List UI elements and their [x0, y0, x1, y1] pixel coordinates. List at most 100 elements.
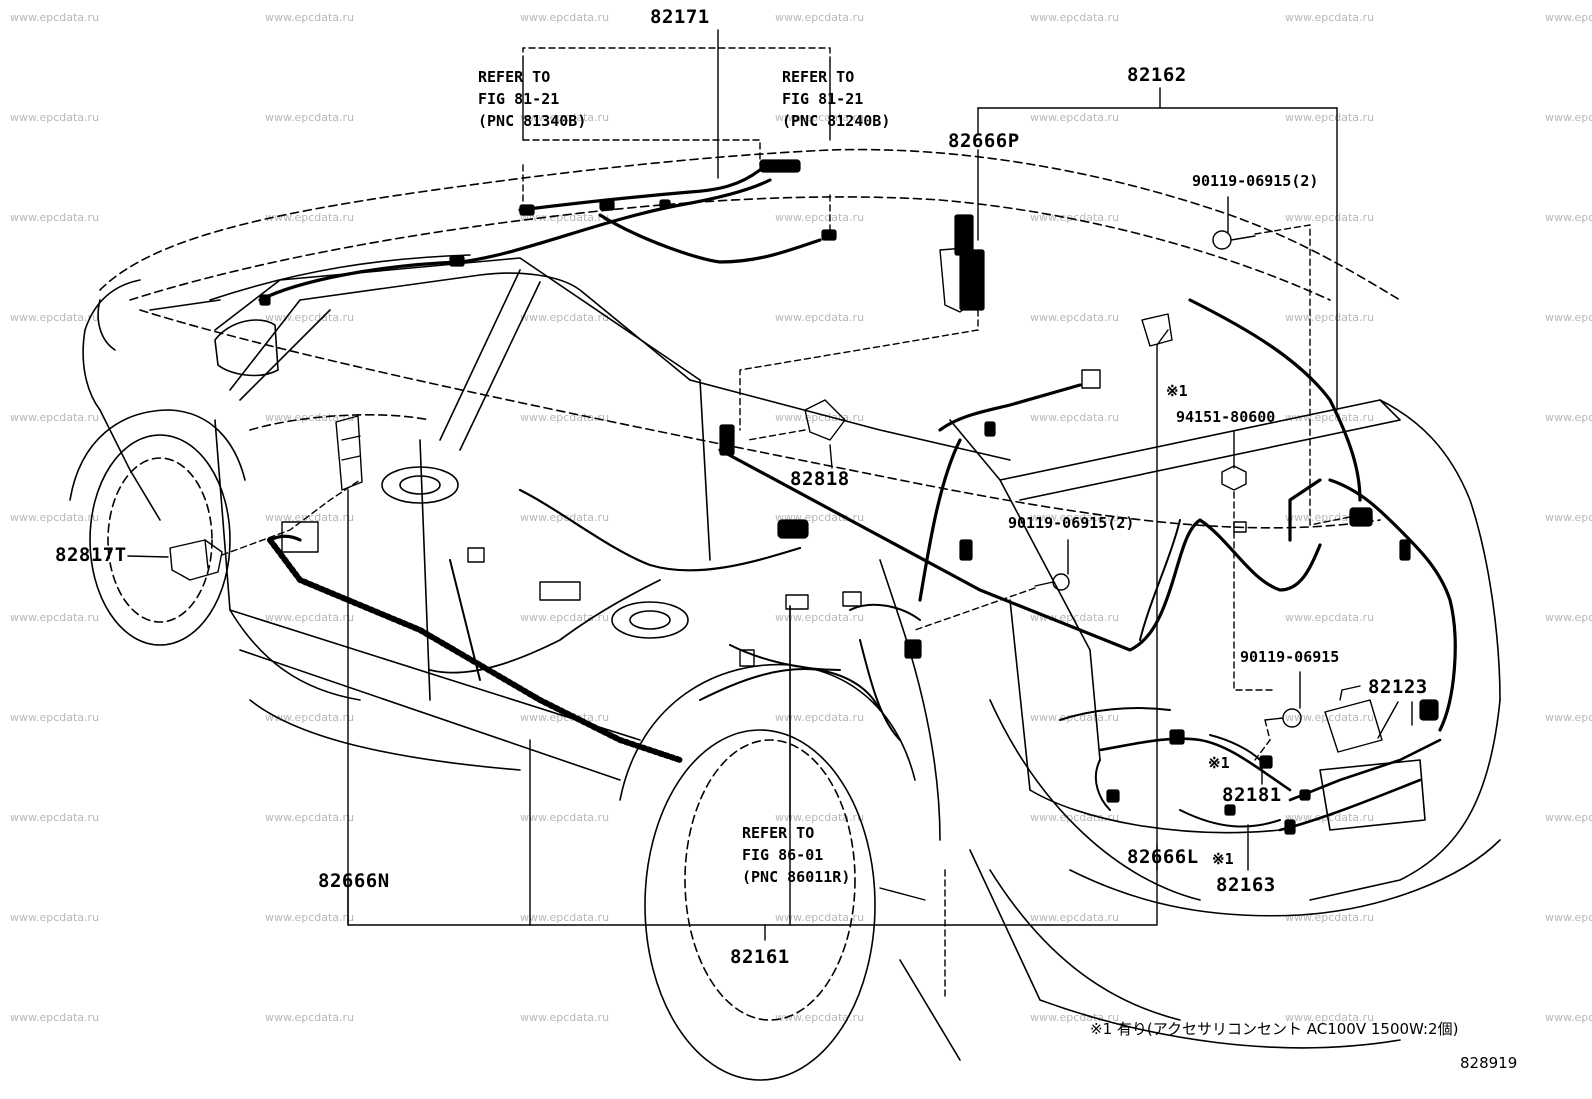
part-label-82171: 82171 — [650, 6, 710, 28]
part-label-82817T: 82817T — [55, 544, 127, 566]
watermark-text: www.epcdata.ru — [775, 611, 865, 624]
watermark-text: www.epcdata.ru — [1545, 111, 1592, 124]
watermark-text: www.epcdata.ru — [1285, 911, 1375, 924]
watermark-text: www.epcdata.ru — [10, 1011, 100, 1024]
watermark-text: www.epcdata.ru — [520, 811, 610, 824]
watermark-text: www.epcdata.ru — [775, 11, 865, 24]
mark-1-b: ※1 — [1208, 754, 1230, 772]
watermark-text: www.epcdata.ru — [1030, 711, 1120, 724]
part-label-82181: 82181 — [1222, 784, 1282, 806]
watermark-text: www.epcdata.ru — [10, 811, 100, 824]
watermark-text: www.epcdata.ru — [10, 611, 100, 624]
watermark-text: www.epcdata.ru — [265, 311, 355, 324]
watermark-text: www.epcdata.ru — [1285, 611, 1375, 624]
watermark-text: www.epcdata.ru — [265, 911, 355, 924]
watermark-text: www.epcdata.ru — [265, 1011, 355, 1024]
reference-note-bottom: REFER TO FIG 86-01 (PNC 86011R) — [742, 824, 851, 886]
watermark-text: www.epcdata.ru — [10, 911, 100, 924]
watermark-text: www.epcdata.ru — [265, 611, 355, 624]
reference-note-left: REFER TO FIG 81-21 (PNC 81340B) — [478, 68, 587, 130]
watermark-text: www.epcdata.ru — [520, 1011, 610, 1024]
watermark-text: www.epcdata.ru — [520, 311, 610, 324]
watermark-text: www.epcdata.ru — [1030, 611, 1120, 624]
watermark-text: www.epcdata.ru — [1285, 811, 1375, 824]
watermark-text: www.epcdata.ru — [265, 511, 355, 524]
watermark-text: www.epcdata.ru — [265, 111, 355, 124]
watermark-text: www.epcdata.ru — [1030, 11, 1120, 24]
watermark-text: www.epcdata.ru — [520, 711, 610, 724]
watermark-text: www.epcdata.ru — [1545, 11, 1592, 24]
watermark-text: www.epcdata.ru — [10, 511, 100, 524]
watermark-text: www.epcdata.ru — [1030, 211, 1120, 224]
part-label-90119-06915: 90119-06915 — [1240, 648, 1340, 666]
watermark-text: www.epcdata.ru — [520, 611, 610, 624]
watermark-text: www.epcdata.ru — [520, 911, 610, 924]
part-label-82162: 82162 — [1127, 64, 1187, 86]
mark-1-a: ※1 — [1166, 382, 1188, 400]
part-label-82666N: 82666N — [318, 870, 390, 892]
watermark-text: www.epcdata.ru — [10, 211, 100, 224]
part-label-82123: 82123 — [1368, 676, 1428, 698]
watermark-text: www.epcdata.ru — [1030, 911, 1120, 924]
watermark-text: www.epcdata.ru — [265, 711, 355, 724]
watermark-text: www.epcdata.ru — [775, 711, 865, 724]
watermark-text: www.epcdata.ru — [10, 311, 100, 324]
watermark-text: www.epcdata.ru — [1030, 111, 1120, 124]
watermark-text: www.epcdata.ru — [1545, 411, 1592, 424]
watermark-text: www.epcdata.ru — [775, 111, 865, 124]
watermark-text: www.epcdata.ru — [1545, 911, 1592, 924]
watermark-text: www.epcdata.ru — [265, 211, 355, 224]
watermark-text: www.epcdata.ru — [775, 211, 865, 224]
part-label-94151-80600: 94151-80600 — [1176, 408, 1276, 426]
watermark-text: www.epcdata.ru — [520, 111, 610, 124]
watermark-text: www.epcdata.ru — [1030, 511, 1120, 524]
watermark-text: www.epcdata.ru — [520, 211, 610, 224]
leader-lines — [127, 29, 1413, 1001]
watermark-text: www.epcdata.ru — [775, 811, 865, 824]
mark-1-c: ※1 — [1212, 850, 1234, 868]
watermark-text: www.epcdata.ru — [1285, 411, 1375, 424]
watermark-text: www.epcdata.ru — [1545, 311, 1592, 324]
watermark-text: www.epcdata.ru — [775, 511, 865, 524]
watermark-text: www.epcdata.ru — [265, 811, 355, 824]
footnote: ※1 有り(アクセサリコンセント AC100V 1500W:2個) — [1090, 1020, 1459, 1038]
watermark-text: www.epcdata.ru — [10, 711, 100, 724]
watermark-text: www.epcdata.ru — [775, 311, 865, 324]
part-label-82818: 82818 — [790, 468, 850, 490]
watermark-text: www.epcdata.ru — [1545, 511, 1592, 524]
watermark-text: www.epcdata.ru — [1285, 1011, 1375, 1024]
part-label-90119-06915-2-top: 90119-06915(2) — [1192, 172, 1319, 190]
car-body — [69, 148, 1501, 1081]
watermark-text: www.epcdata.ru — [1285, 311, 1375, 324]
watermark-text: www.epcdata.ru — [1545, 211, 1592, 224]
watermark-text: www.epcdata.ru — [1545, 1011, 1592, 1024]
part-label-82161: 82161 — [730, 946, 790, 968]
watermark-text: www.epcdata.ru — [1285, 111, 1375, 124]
watermark-text: www.epcdata.ru — [265, 411, 355, 424]
watermark-text: www.epcdata.ru — [1285, 11, 1375, 24]
part-label-82666P: 82666P — [948, 130, 1020, 152]
watermark-text: www.epcdata.ru — [265, 11, 355, 24]
watermark-text: www.epcdata.ru — [1285, 211, 1375, 224]
watermark-text: www.epcdata.ru — [775, 411, 865, 424]
component-outlines — [169, 230, 1383, 753]
part-label-82666L: 82666L — [1127, 846, 1199, 868]
connectors — [259, 159, 1439, 835]
watermark-text: www.epcdata.ru — [1545, 611, 1592, 624]
watermark-text: www.epcdata.ru — [1545, 711, 1592, 724]
watermark-text: www.epcdata.ru — [1030, 311, 1120, 324]
watermark-text: www.epcdata.ru — [1030, 1011, 1120, 1024]
watermark-text: www.epcdata.ru — [1545, 811, 1592, 824]
watermark-text: www.epcdata.ru — [1030, 811, 1120, 824]
watermark-text: www.epcdata.ru — [1285, 511, 1375, 524]
figure-number: 828919 — [1460, 1054, 1518, 1072]
part-label-82163: 82163 — [1216, 874, 1276, 896]
watermark-text: www.epcdata.ru — [775, 911, 865, 924]
watermark-text: www.epcdata.ru — [775, 1011, 865, 1024]
watermark-text: www.epcdata.ru — [1285, 711, 1375, 724]
part-label-90119-06915-2-mid: 90119-06915(2) — [1008, 514, 1135, 532]
watermark-text: www.epcdata.ru — [520, 411, 610, 424]
watermark-text: www.epcdata.ru — [1030, 411, 1120, 424]
